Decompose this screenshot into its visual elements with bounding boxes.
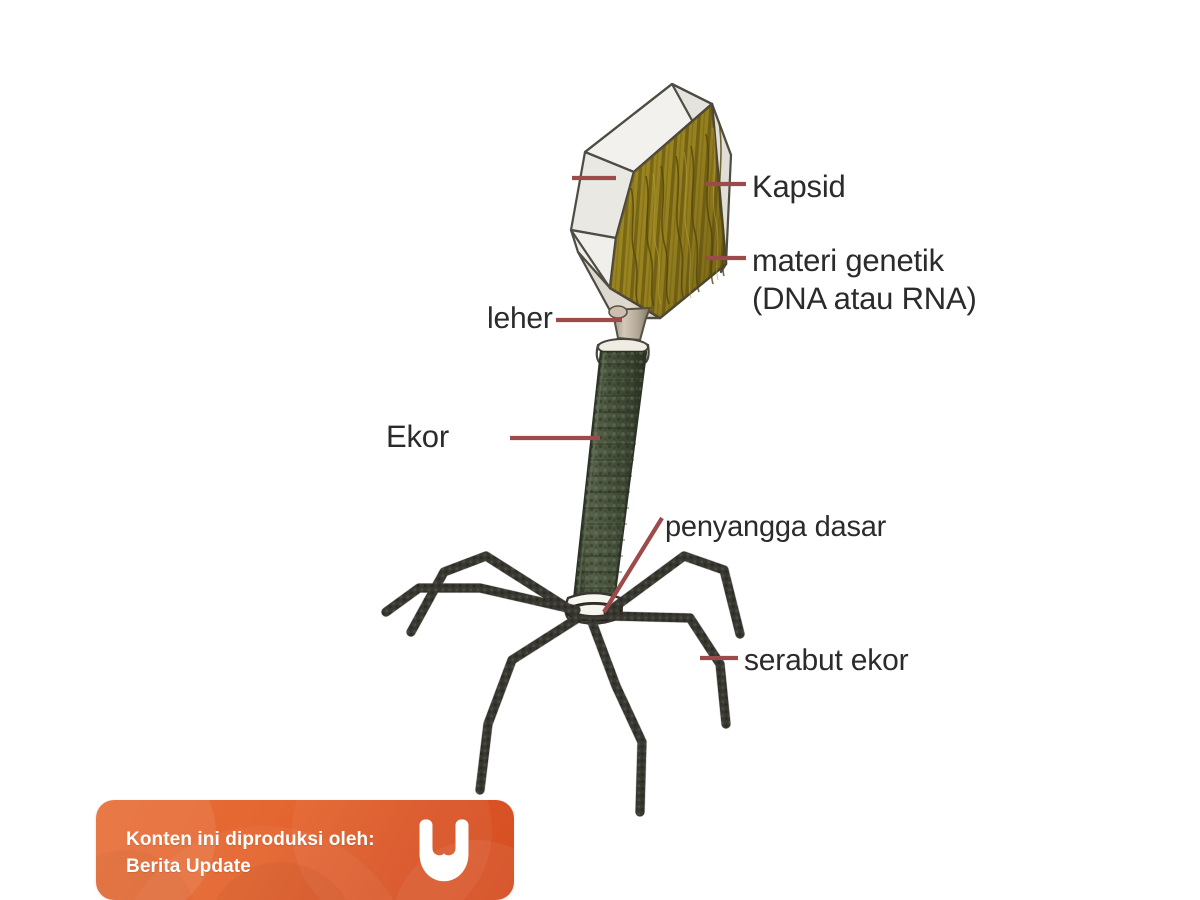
tail-fiber-outlines [381, 551, 745, 817]
leader-penyangga [602, 516, 664, 614]
label-kapsid: Kapsid [752, 169, 846, 204]
kumparan-u-logo-icon [419, 819, 469, 882]
label-materi-genetik: materi genetik (DNA atau RNA) [752, 242, 977, 319]
content-credit-banner: Konten ini diproduksi oleh: Berita Updat… [96, 800, 514, 900]
label-leher: leher [487, 302, 553, 335]
label-ekor: Ekor [386, 419, 449, 454]
label-serabut-ekor: serabut ekor [744, 644, 909, 677]
tail-fibers [381, 551, 745, 817]
tail-sheath [572, 350, 648, 602]
banner-credit-text: Konten ini diproduksi oleh: Berita Updat… [126, 826, 375, 880]
label-materi-line1: materi genetik [752, 243, 944, 278]
label-materi-line2: (DNA atau RNA) [752, 281, 977, 317]
banner-credit-line1: Konten ini diproduksi oleh: [126, 829, 375, 850]
capsid-head [569, 82, 733, 320]
leader-lines [510, 175, 746, 661]
banner-credit-line2: Berita Update [126, 856, 251, 877]
label-penyangga-dasar: penyangga dasar [665, 511, 887, 543]
